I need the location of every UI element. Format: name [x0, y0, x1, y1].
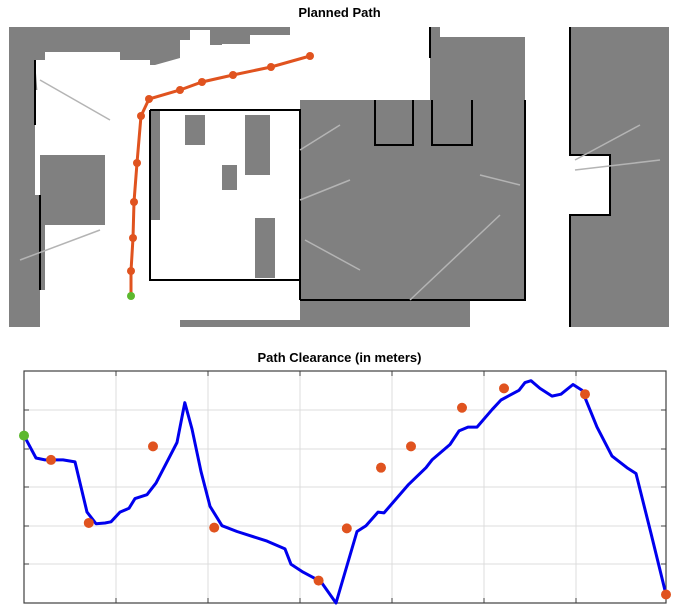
chart-ticks — [24, 371, 666, 603]
clearance-line — [22, 379, 668, 605]
occupancy-map — [9, 27, 669, 327]
start-point-marker — [127, 292, 135, 300]
waypoint-marker — [133, 159, 141, 167]
clearance-chart — [19, 370, 671, 605]
path-waypoints — [127, 52, 314, 275]
clearance-waypoint-marker — [313, 575, 324, 586]
map-title: Planned Path — [298, 5, 381, 20]
path-line — [129, 54, 311, 296]
waypoint-marker — [130, 198, 138, 206]
waypoint-marker — [176, 86, 184, 94]
waypoint-marker — [306, 52, 314, 60]
waypoint-marker — [229, 71, 237, 79]
clearance-waypoint-marker — [83, 517, 94, 528]
waypoint-marker — [198, 78, 206, 86]
waypoint-marker — [145, 95, 153, 103]
walls — [34, 27, 611, 327]
planned-path — [127, 52, 314, 300]
waypoint-marker — [137, 112, 145, 120]
chart-title: Path Clearance (in meters) — [257, 350, 422, 365]
waypoint-marker — [267, 63, 275, 71]
clearance-waypoint-marker — [457, 402, 467, 413]
clearance-waypoint-marker — [46, 454, 56, 465]
clearance-waypoint-marker — [499, 383, 509, 394]
obstacles — [9, 27, 669, 327]
clearance-waypoint-marker — [341, 523, 352, 534]
clearance-waypoint-marker — [661, 589, 671, 600]
clearance-start-marker — [19, 430, 29, 441]
clearance-markers — [19, 383, 671, 600]
waypoint-marker — [127, 267, 135, 275]
clearance-waypoint-marker — [376, 462, 386, 473]
clearance-waypoint-marker — [209, 522, 220, 533]
waypoint-marker — [129, 234, 137, 242]
clearance-waypoint-marker — [148, 441, 158, 452]
clearance-waypoint-marker — [580, 389, 590, 400]
ray-streaks — [19, 79, 661, 301]
clearance-waypoint-marker — [406, 441, 416, 452]
